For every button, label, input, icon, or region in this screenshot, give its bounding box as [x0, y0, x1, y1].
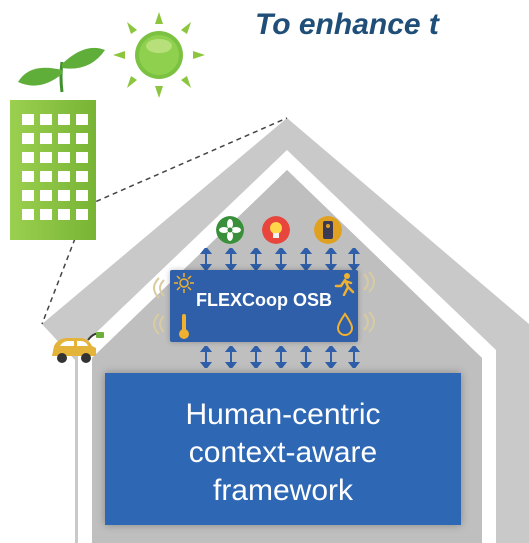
framework-line-2: context-aware — [188, 436, 378, 469]
framework-line-3: framework — [212, 474, 354, 507]
person-sensor-icon — [334, 273, 355, 296]
osb-box — [170, 270, 358, 342]
fan-device-icon — [216, 216, 244, 244]
water-heater-device-icon — [314, 216, 342, 244]
sun-icon — [113, 12, 205, 98]
sun-sensor-icon — [174, 273, 194, 293]
lower-arrows — [200, 346, 360, 368]
right-signal-icon — [363, 271, 375, 333]
car-icon — [52, 332, 104, 363]
framework-line-1: Human-centric — [185, 398, 381, 431]
framework-label: Human-centric context-aware framework — [105, 396, 461, 510]
building-icon — [10, 47, 105, 240]
humidity-sensor-icon — [336, 312, 354, 336]
osb-label: FLEXCoop OSB — [196, 290, 332, 310]
page-title: To enhance t — [255, 8, 439, 41]
light-device-icon — [262, 216, 290, 244]
thermometer-sensor-icon — [179, 314, 189, 339]
left-signal-icon — [153, 277, 165, 335]
upper-arrows — [200, 248, 360, 270]
framework-box — [105, 373, 461, 525]
